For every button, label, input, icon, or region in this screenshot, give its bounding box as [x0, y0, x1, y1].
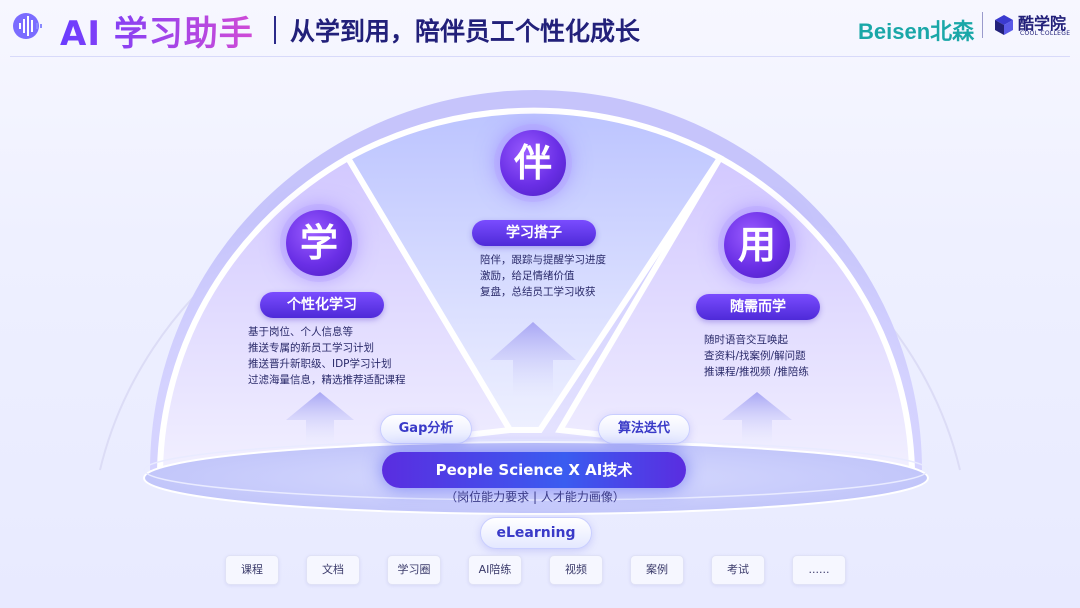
- beisen-logo: Beisen北森: [858, 19, 975, 44]
- desc-line: 推送晋升新职级、IDP学习计划: [248, 358, 392, 370]
- desc-line: 推课程/推视频 /推陪练: [704, 366, 809, 378]
- arrow-up-right: [722, 392, 792, 444]
- chip-course: 课程: [225, 555, 279, 585]
- desc-apply: 随时语音交互唤起 查资料/找案例/解问题 推课程/推视频 /推陪练: [704, 332, 809, 380]
- label-accompany: 学习搭子: [472, 220, 596, 246]
- people-science-subtitle: （岗位能力要求 | 人才能力画像）: [445, 490, 625, 504]
- chip-video: 视频: [549, 555, 603, 585]
- circle-accompany: 伴: [500, 130, 566, 196]
- arrow-up-left: [286, 392, 354, 444]
- header-divider: [10, 56, 1070, 57]
- label-apply: 随需而学: [696, 294, 820, 320]
- chip-more: ......: [792, 555, 846, 585]
- label-learn: 个性化学习: [260, 292, 384, 318]
- desc-line: 过滤海量信息，精选推荐适配课程: [248, 374, 406, 386]
- page-subtitle: 从学到用，陪伴员工个性化成长: [290, 17, 641, 46]
- chip-document: 文档: [306, 555, 360, 585]
- kxy-logo: 酷学院: [1018, 14, 1067, 33]
- desc-accompany: 陪伴，跟踪与提醒学习进度 激励，给足情绪价值 复盘，总结员工学习收获: [480, 252, 606, 300]
- desc-line: 基于岗位、个人信息等: [248, 326, 353, 338]
- brand-divider: [982, 12, 983, 38]
- chip-ai-coach: AI陪练: [468, 555, 522, 585]
- title-divider: [274, 16, 276, 44]
- tag-algorithm-iteration: 算法迭代: [598, 414, 690, 444]
- tag-gap-analysis: Gap分析: [380, 414, 472, 444]
- circle-learn: 学: [286, 210, 352, 276]
- desc-line: 复盘，总结员工学习收获: [480, 286, 596, 298]
- desc-line: 随时语音交互唤起: [704, 334, 788, 346]
- desc-line: 陪伴，跟踪与提醒学习进度: [480, 254, 606, 266]
- chip-learning-circle: 学习圈: [387, 555, 441, 585]
- page-title: AI 学习助手: [60, 6, 254, 55]
- circle-apply: 用: [724, 212, 790, 278]
- chip-exam: 考试: [711, 555, 765, 585]
- cube-icon: [995, 15, 1013, 35]
- people-science-bar: People Science X AI技术: [382, 452, 686, 488]
- kxy-logo-en: COOL COLLEGE: [1020, 30, 1071, 37]
- sector-accompany: [343, 107, 725, 433]
- chip-case: 案例: [630, 555, 684, 585]
- desc-line: 查资料/找案例/解问题: [704, 350, 806, 362]
- voice-wave-icon: [13, 13, 42, 39]
- arrow-up-center: [490, 322, 576, 400]
- desc-learn: 基于岗位、个人信息等 推送专属的新员工学习计划 推送晋升新职级、IDP学习计划 …: [248, 324, 406, 388]
- desc-line: 推送专属的新员工学习计划: [248, 342, 374, 354]
- desc-line: 激励，给足情绪价值: [480, 270, 575, 282]
- elearning-tag: eLearning: [480, 517, 592, 549]
